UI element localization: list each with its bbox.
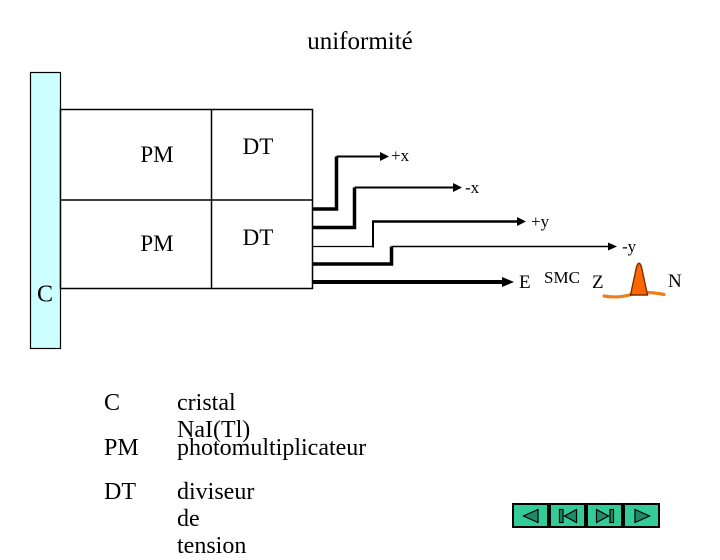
n-label: N: [668, 271, 682, 292]
wire-minus-x: [312, 183, 462, 230]
legend-term: DT: [104, 479, 136, 505]
z-label: Z: [592, 272, 604, 293]
pm-bottom-label: PM: [140, 231, 174, 256]
dt-top-label: DT: [242, 134, 274, 159]
wire-energy: [312, 277, 514, 287]
pm-top-label: PM: [140, 142, 174, 167]
previous-arrow-icon: [521, 508, 539, 523]
last-arrow-icon: [595, 507, 614, 524]
smc-label: SMC: [544, 268, 580, 287]
spectrum-peak-icon: [602, 262, 666, 299]
legend-term: PM: [104, 435, 139, 461]
nav-last-button[interactable]: [586, 503, 623, 528]
page-title: uniformité: [307, 28, 413, 55]
output-energy-label: E: [519, 272, 531, 293]
legend-description: photomultiplicateur: [177, 435, 367, 461]
dt-bottom-label: DT: [242, 225, 274, 250]
detector-diagram: [29, 71, 666, 350]
wire-minus-y: [312, 242, 617, 266]
legend-description: cristal NaI(Tl): [177, 390, 251, 443]
detector-grid: [59, 108, 314, 290]
crystal-label: C: [36, 281, 54, 308]
output-plus-x-label: +x: [391, 146, 410, 165]
output-plus-y-label: +y: [531, 212, 550, 231]
legend-term: C: [104, 390, 121, 416]
output-minus-x-label: -x: [465, 178, 480, 197]
crystal-rect: [29, 71, 62, 350]
nav-first-button[interactable]: [549, 503, 586, 528]
output-minus-y-label: -y: [622, 237, 637, 256]
wire-plus-x: [312, 152, 389, 211]
nav-next-button[interactable]: [623, 503, 660, 528]
first-arrow-icon: [558, 507, 577, 524]
nav-previous-button[interactable]: [512, 503, 549, 528]
wire-plus-y: [312, 217, 526, 248]
slide-navigation: [512, 503, 660, 528]
legend-description: diviseur de tension: [177, 479, 255, 559]
next-arrow-icon: [633, 508, 651, 523]
slide: uniformité: [29, 28, 682, 559]
